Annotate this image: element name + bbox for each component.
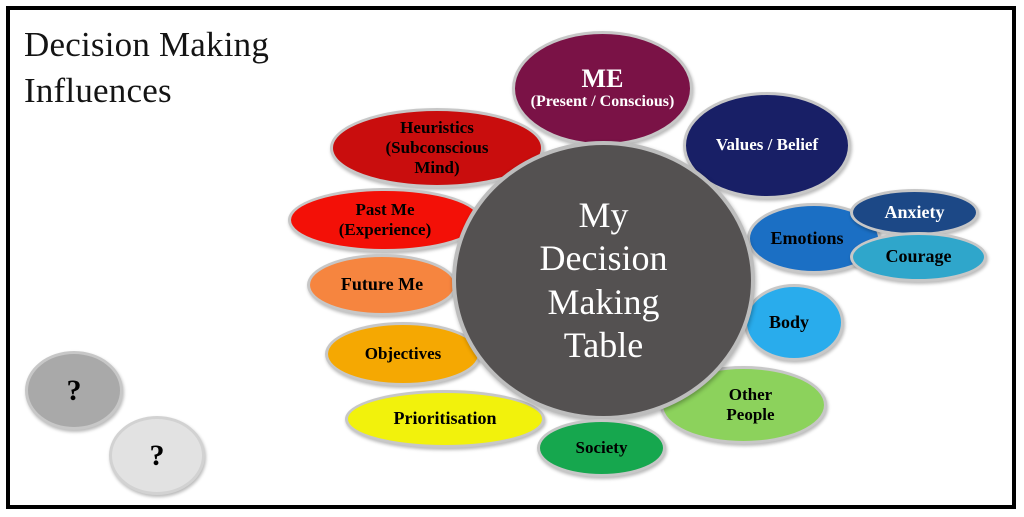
bubble-society-title: Society (575, 437, 628, 457)
slide-title-line-2: Influences (24, 71, 172, 111)
bubble-me-subtitle: (Present / Conscious) (530, 92, 675, 110)
bubble-courage-title: Courage (885, 246, 952, 267)
bubble-values-belief-title: Values / Belief (715, 135, 819, 155)
bubble-heuristics: Heuristics (Subconscious Mind) (330, 108, 544, 188)
bubble-future-me: Future Me (307, 254, 457, 316)
central-circle-line-1: My (578, 195, 629, 236)
bubble-other-people-title: Other People (726, 384, 775, 424)
slide-title: Decision Making Influences (24, 22, 269, 114)
bubble-prioritisation: Prioritisation (345, 390, 545, 448)
bubble-anxiety-title: Anxiety (884, 201, 945, 222)
bubble-future-me-title: Future Me (340, 274, 424, 295)
bubble-unknown-right-question-mark: ? (149, 438, 165, 472)
central-circle-line-2: Decision (539, 238, 668, 279)
bubble-me: ME (Present / Conscious) (512, 31, 693, 146)
bubble-unknown-right: ? (109, 416, 205, 495)
bubble-unknown-left-question-mark: ? (66, 373, 82, 407)
bubble-anxiety: Anxiety (850, 189, 979, 236)
bubble-prioritisation-title: Prioritisation (393, 408, 497, 429)
bubble-objectives: Objectives (325, 322, 481, 386)
bubble-society: Society (537, 419, 666, 477)
bubble-past-me-subtitle: (Experience) (338, 220, 432, 239)
bubble-unknown-left: ? (25, 351, 123, 430)
bubble-heuristics-subtitle: (Subconscious Mind) (385, 137, 489, 178)
bubble-body-title: Body (768, 311, 810, 332)
central-circle-line-3: Making (547, 281, 660, 322)
bubble-body: Body (744, 284, 844, 361)
bubble-courage: Courage (850, 232, 987, 282)
bubble-past-me: Past Me (Experience) (288, 188, 482, 252)
bubble-emotions-title: Emotions (770, 227, 844, 248)
central-circle: My Decision Making Table (452, 141, 755, 420)
bubble-past-me-title: Past Me (355, 199, 415, 219)
bubble-me-title: ME (581, 64, 624, 94)
slide-title-line-1: Decision Making (24, 25, 270, 64)
bubble-values-belief: Values / Belief (683, 92, 851, 199)
bubble-heuristics-title: Heuristics (400, 117, 474, 137)
central-circle-line-4: Table (563, 324, 644, 365)
bubble-objectives-title: Objectives (364, 343, 442, 363)
